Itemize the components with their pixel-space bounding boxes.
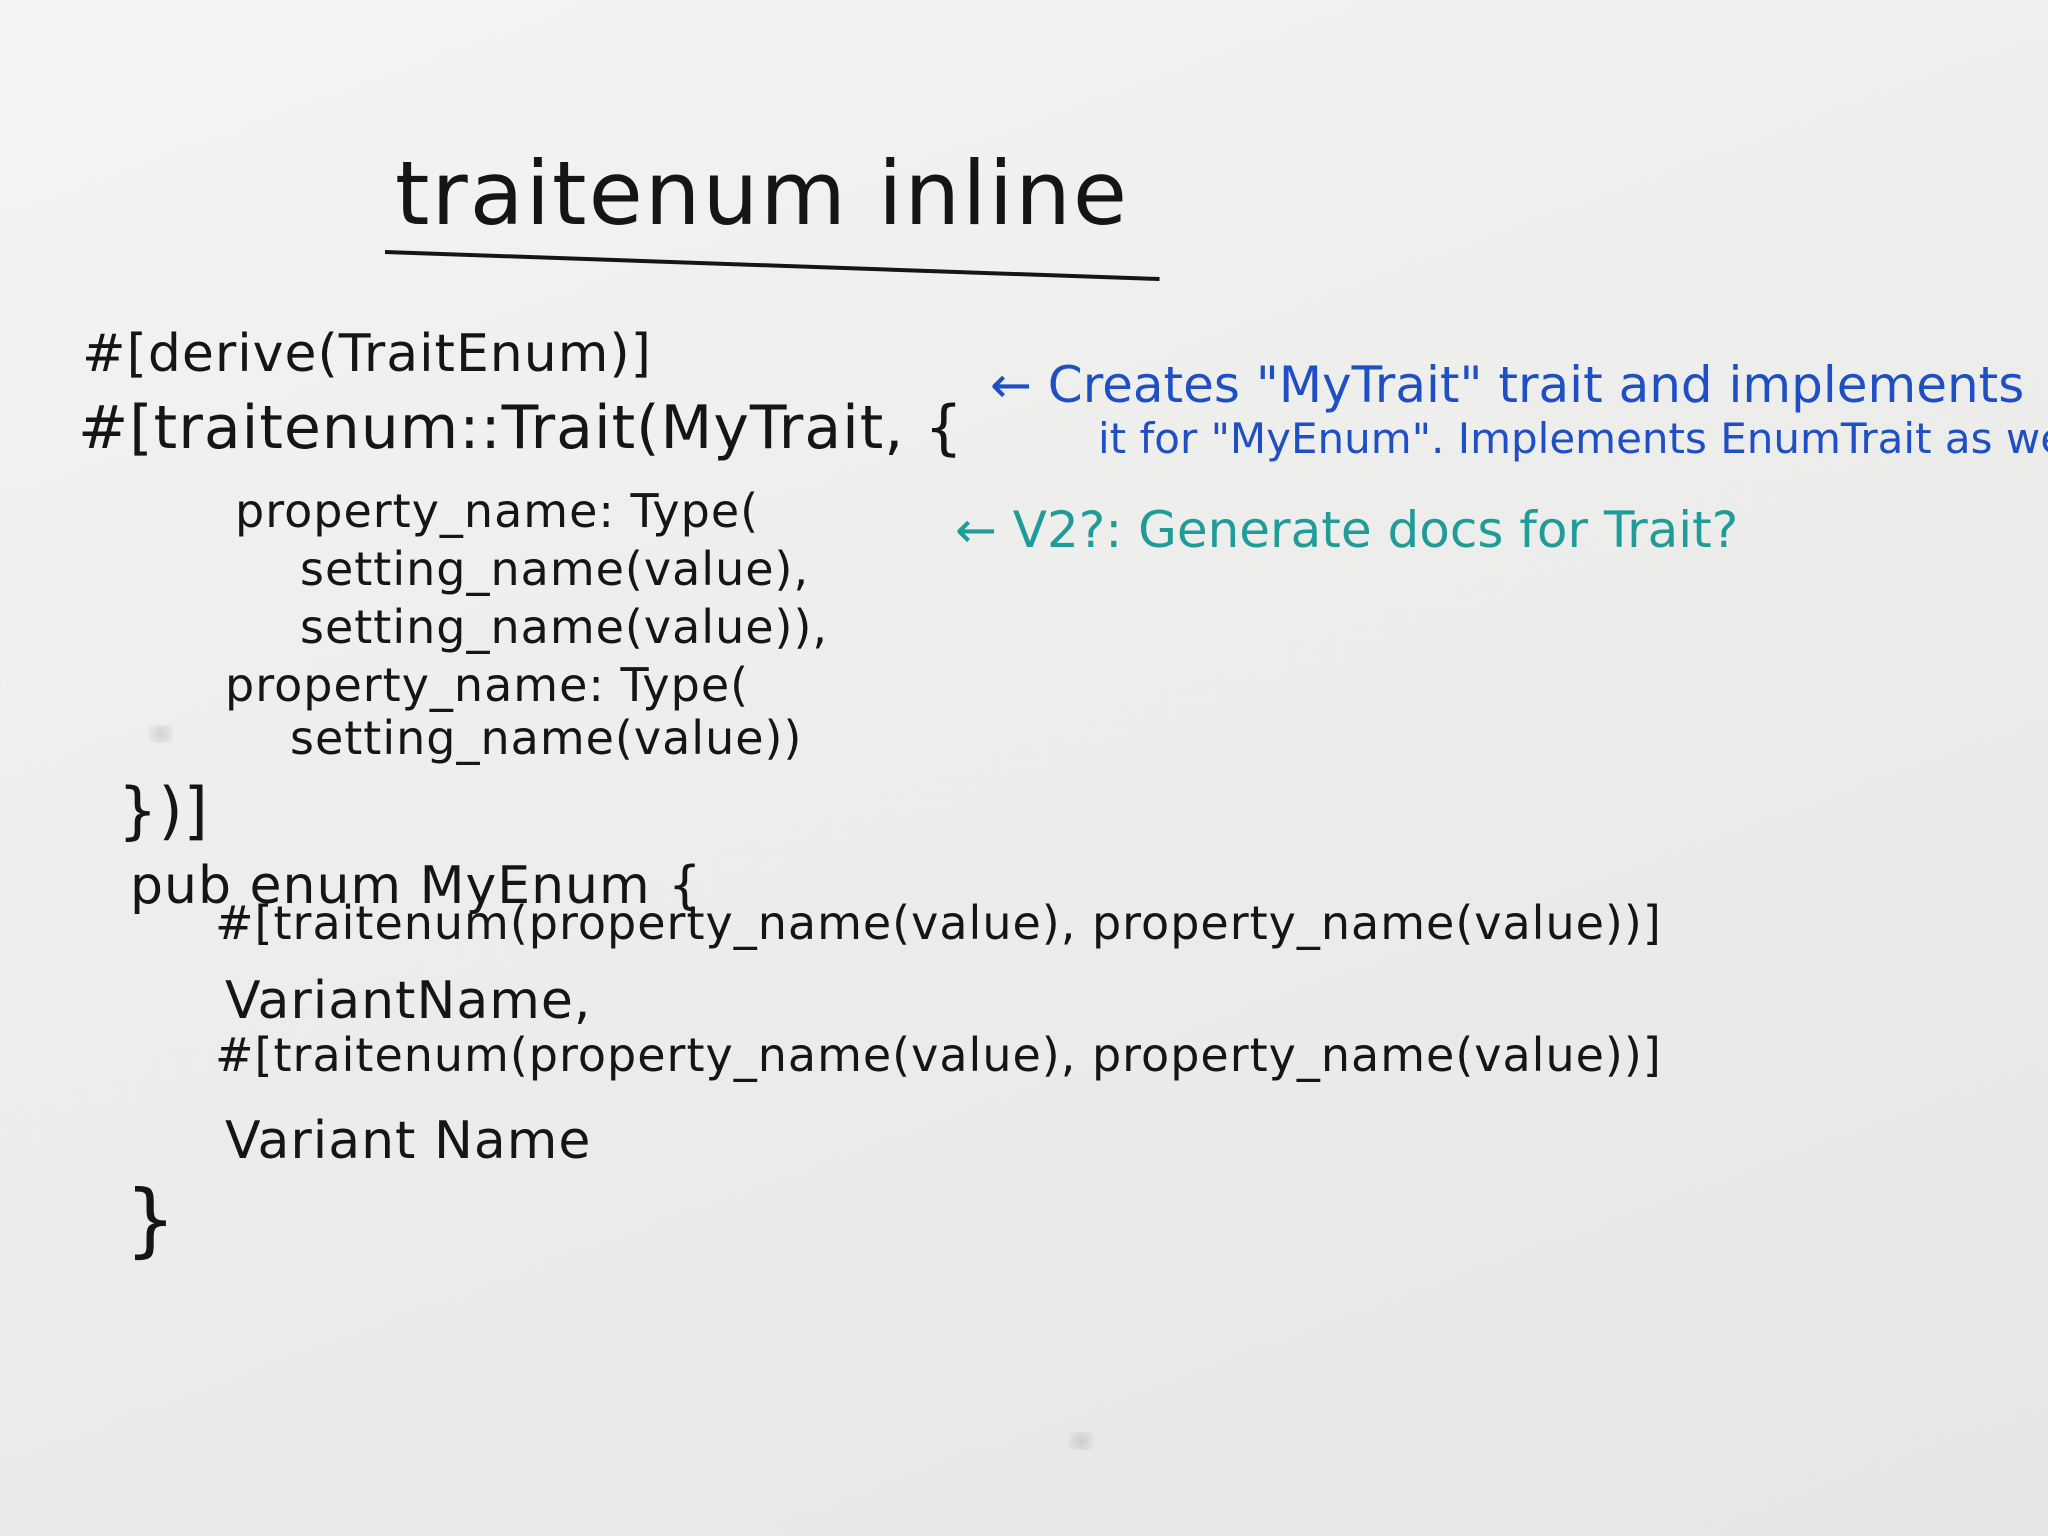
code-line: setting_name(value),: [300, 542, 810, 596]
code-line: }: [125, 1173, 177, 1266]
board-smudge: [148, 725, 174, 743]
teal-annotation-line: ← V2?: Generate docs for Trait?: [955, 501, 1739, 559]
title-underline: [384, 250, 1160, 282]
code-line: property_name: Type(: [225, 658, 750, 712]
blue-annotation-line: ← Creates "MyTrait" trait and implements: [990, 356, 2025, 414]
code-line: #[traitenum(property_name(value), proper…: [215, 896, 1662, 950]
code-line: })]: [118, 774, 209, 847]
code-line: #[traitenum::Trait(MyTrait, {: [78, 393, 964, 463]
code-line: setting_name(value)),: [300, 600, 829, 654]
board-smudge: [1068, 1432, 1094, 1450]
code-line: #[derive(TraitEnum)]: [82, 324, 652, 384]
blue-annotation-line: it for "MyEnum". Implements EnumTrait as…: [1098, 414, 2048, 463]
code-line: VariantName,: [225, 971, 592, 1031]
code-line: Variant Name: [225, 1111, 592, 1171]
code-line: #[traitenum(property_name(value), proper…: [215, 1028, 1662, 1082]
code-line: pub enum MyEnum {: [130, 856, 703, 916]
code-line: setting_name(value)): [290, 711, 803, 765]
code-line: property_name: Type(: [235, 484, 760, 538]
board-title: traitenum inline: [395, 142, 1129, 245]
